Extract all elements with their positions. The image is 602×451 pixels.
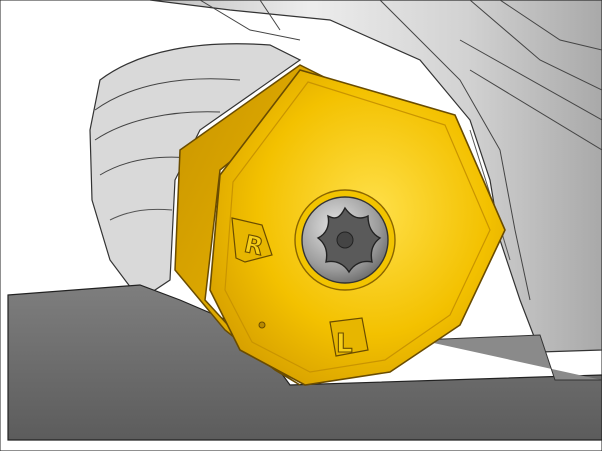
- insert-edge-contour: [224, 81, 491, 373]
- torx-screw: [294, 189, 396, 291]
- insert-mark-left: R: [231, 217, 273, 263]
- mark-r-text: R: [242, 230, 266, 261]
- insert-mark-bottom: L: [329, 317, 369, 360]
- base-plate: [7, 284, 602, 441]
- mark-l-text: L: [336, 329, 353, 359]
- insert-dot: [258, 321, 266, 329]
